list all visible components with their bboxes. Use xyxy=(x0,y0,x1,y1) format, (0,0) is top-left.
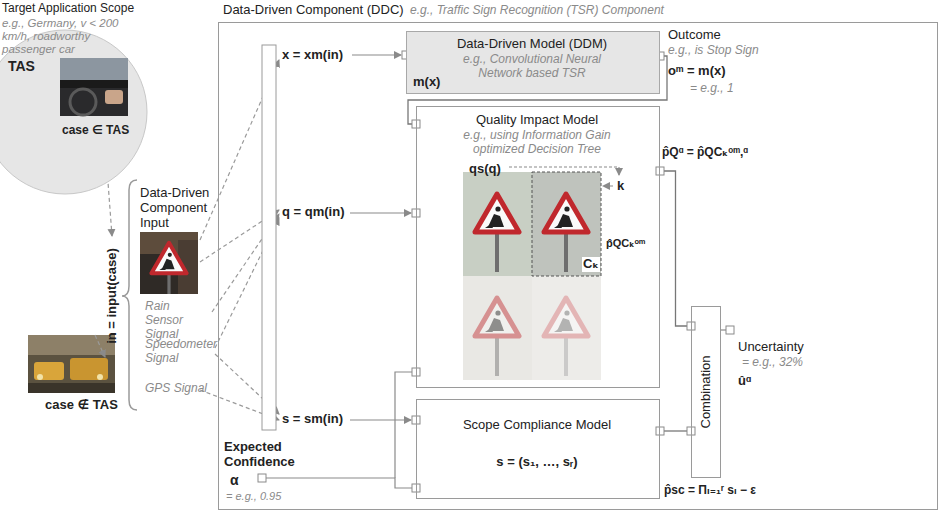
out-of-scope-photo xyxy=(28,335,115,393)
input-photo xyxy=(140,232,198,294)
rect-shape xyxy=(532,276,601,380)
node-text: e.g., Convolutional Neural Network based… xyxy=(445,53,619,81)
node-title: Quality Impact Model xyxy=(417,113,657,128)
node-text: qs(q) xyxy=(469,162,501,177)
node-text: Cₖ xyxy=(582,257,600,272)
input-bar xyxy=(262,45,276,430)
scope-circle: Target Application Scopee.g., Germany, v… xyxy=(0,0,150,200)
line-shape xyxy=(350,212,411,213)
node-title: Target Application Scope xyxy=(2,2,134,16)
component-frame: Data-Driven Component (DDC)e.g., Traffic… xyxy=(218,22,938,510)
node-text: e.g., Traffic Sign Recognition (TSR) Com… xyxy=(410,4,664,18)
annotation-label: = e.g., 1 xyxy=(690,82,734,96)
annotation-label: GPS Signal xyxy=(145,382,207,396)
annotation-label: Uncertainty xyxy=(738,340,804,355)
circle-shape xyxy=(97,374,103,380)
model-box: Data-Driven Model (DDM)e.g., Convolution… xyxy=(406,31,660,94)
use-shape xyxy=(475,194,519,272)
node-text: k xyxy=(617,179,624,194)
use-shape xyxy=(475,298,519,376)
rect-shape xyxy=(28,335,115,355)
node-title: Scope Compliance Model xyxy=(417,418,657,433)
node-text: p̂QCₖᵒᵐ xyxy=(606,237,645,250)
node-title: Data-Driven Model (DDM) xyxy=(407,37,657,52)
selected-cell-outline xyxy=(532,172,601,276)
annotation-label: in = input(case) xyxy=(105,248,120,344)
annotation-label: case ∉ TAS xyxy=(45,398,118,413)
annotation-label: p̂Qᵅ = p̂QCₖᵒᵐ,ᵅ xyxy=(662,146,748,160)
node-text: e.g., using Information Gain optimized D… xyxy=(447,129,627,157)
combination-box: Combination xyxy=(691,306,721,478)
annotation-label: = e.g., 0.95 xyxy=(226,490,281,503)
annotation-label: e.g., is Stop Sign xyxy=(668,44,759,58)
rect-shape xyxy=(726,326,734,334)
port xyxy=(656,427,664,435)
quality-impact-box: Quality Impact Modele.g., using Informat… xyxy=(416,106,660,388)
annotation-label: Data-Driven Component Input xyxy=(140,186,218,231)
connector xyxy=(660,430,691,431)
line-shape xyxy=(95,335,105,357)
use-shape xyxy=(151,243,186,294)
rect-shape xyxy=(34,362,64,380)
annotation-label: Outcome xyxy=(668,28,721,43)
tree-leaders xyxy=(509,167,619,186)
polyline-shape xyxy=(509,167,619,175)
annotation-label: α xyxy=(230,472,239,488)
rect-shape xyxy=(463,276,532,380)
line-shape xyxy=(352,54,401,55)
polyline-shape xyxy=(395,372,412,478)
rect-shape xyxy=(532,276,601,380)
node-title: Combination xyxy=(699,356,714,429)
line-shape xyxy=(603,185,613,186)
input-bracket xyxy=(122,180,137,410)
rect-shape xyxy=(60,80,128,88)
annotation-label: Rain Sensor Signal xyxy=(145,300,211,341)
annotation-label: ûᵅ xyxy=(738,374,751,389)
line-shape xyxy=(350,419,411,420)
feature-arrows xyxy=(266,55,726,488)
annotation-label: p̂sc = Πₗ₌₁ʳ sₗ − ε xyxy=(664,484,756,498)
port xyxy=(656,167,664,175)
circle-shape xyxy=(70,89,96,115)
ports xyxy=(258,51,734,492)
circle-shape xyxy=(37,374,43,380)
scope-compliance-box: Scope Compliance Model s = (s₁, …, sᵣ) xyxy=(416,399,660,499)
rect-shape xyxy=(28,383,115,393)
annotation-label: oᵐ = m(x) xyxy=(668,64,726,79)
annotation-label: = e.g., 32% xyxy=(742,356,803,370)
rect-shape xyxy=(105,90,123,104)
quality-cells xyxy=(463,172,601,380)
rect-shape xyxy=(60,58,128,116)
connector xyxy=(660,171,691,326)
node-text: e.g., Germany, v < 200 km/h, roadworthy … xyxy=(2,17,137,57)
scope-circle-shape xyxy=(0,0,150,200)
g-shape xyxy=(475,298,519,376)
rect-shape xyxy=(60,58,128,80)
rect-shape xyxy=(532,172,601,276)
rect-shape xyxy=(258,474,266,482)
annotation-label: s = sm(in) xyxy=(282,412,343,427)
node-text: TAS xyxy=(8,58,35,74)
annotation-label: x = xm(in) xyxy=(282,48,343,63)
rect-shape xyxy=(463,172,532,276)
node-title: Data-Driven Component (DDC) xyxy=(223,3,404,18)
annotation-label: q = qm(in) xyxy=(282,205,344,220)
node-text: s = (s₁, …, sᵣ) xyxy=(417,455,657,470)
node-text: m(x) xyxy=(413,75,440,90)
polyline-shape xyxy=(266,478,412,488)
annotation-label: Expected Confidence xyxy=(224,440,300,470)
rect-shape xyxy=(28,335,115,393)
annotation-label: Speedometer Signal xyxy=(145,338,225,366)
rect-shape xyxy=(70,358,108,380)
node-text: case ∈ TAS xyxy=(62,124,129,138)
g-shape xyxy=(60,58,128,116)
